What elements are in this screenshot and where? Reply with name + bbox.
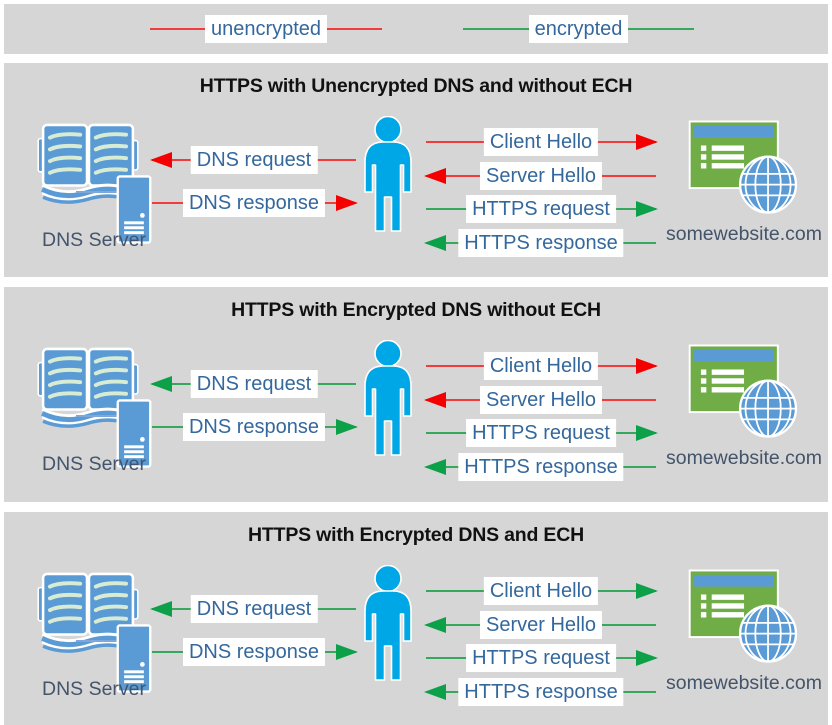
legend-label-encrypted: encrypted xyxy=(528,15,629,43)
arrowhead-icon xyxy=(424,617,446,633)
diagram-panel: HTTPS with Encrypted DNS without ECH xyxy=(4,287,828,502)
https-request-arrow: HTTPS request xyxy=(426,644,658,672)
website-caption: somewebsite.com xyxy=(665,447,823,469)
dns-book-icon xyxy=(37,347,139,428)
arrow-label: DNS request xyxy=(190,146,318,174)
website-icon xyxy=(688,120,798,214)
legend-item-unencrypted: unencrypted xyxy=(150,15,383,43)
user-person-icon xyxy=(364,116,412,232)
arrowhead-icon xyxy=(336,419,358,435)
dns-book-icon xyxy=(37,572,139,653)
unencrypted-line xyxy=(327,28,383,30)
arrowhead-icon xyxy=(150,152,172,168)
arrow-label: Client Hello xyxy=(483,577,599,605)
diagram-panel: HTTPS with Unencrypted DNS and without E… xyxy=(4,63,828,277)
arrow-label: HTTPS request xyxy=(466,195,616,223)
arrow-label: HTTPS request xyxy=(466,644,616,672)
panel-title: HTTPS with Unencrypted DNS and without E… xyxy=(199,75,633,97)
panel-title: HTTPS with Encrypted DNS without ECH xyxy=(231,299,601,321)
dns-request-arrow: DNS request xyxy=(150,595,356,623)
arrowhead-icon xyxy=(424,684,446,700)
book-server-connector-line xyxy=(76,415,118,417)
arrowhead-icon xyxy=(424,235,446,251)
dns-request-arrow: DNS request xyxy=(150,146,356,174)
website-icon xyxy=(688,569,798,663)
server-hello-arrow: Server Hello xyxy=(424,162,656,190)
website-icon xyxy=(688,344,798,438)
website-caption: somewebsite.com xyxy=(665,223,823,245)
client-hello-arrow: Client Hello xyxy=(426,577,658,605)
server-hello-arrow: Server Hello xyxy=(424,386,656,414)
https-request-arrow: HTTPS request xyxy=(426,419,658,447)
arrow-label: HTTPS response xyxy=(458,229,624,257)
arrowhead-icon xyxy=(636,201,658,217)
encrypted-line xyxy=(463,28,529,30)
user-person-icon xyxy=(364,340,412,456)
user-person-icon xyxy=(364,565,412,681)
arrowhead-icon xyxy=(636,650,658,666)
book-server-connector-line xyxy=(76,640,118,642)
arrow-label: HTTPS response xyxy=(458,678,624,706)
arrowhead-icon xyxy=(424,392,446,408)
arrowhead-icon xyxy=(336,644,358,660)
browser-titlebar xyxy=(694,349,774,362)
arrowhead-icon xyxy=(150,601,172,617)
dns-server-tower-icon xyxy=(116,624,152,693)
arrow-label: HTTPS request xyxy=(466,419,616,447)
arrowhead-icon xyxy=(636,358,658,374)
dns-response-arrow: DNS response xyxy=(152,189,358,217)
arrow-label: HTTPS response xyxy=(458,453,624,481)
https-request-arrow: HTTPS request xyxy=(426,195,658,223)
book-server-connector-line xyxy=(76,191,118,193)
arrowhead-icon xyxy=(636,134,658,150)
dns-server-tower-icon xyxy=(116,175,152,244)
arrow-label: Server Hello xyxy=(479,386,603,414)
legend-item-encrypted: encrypted xyxy=(463,15,694,43)
dns-server-caption: DNS Server xyxy=(41,229,147,251)
dns-request-arrow: DNS request xyxy=(150,370,356,398)
globe-icon xyxy=(738,604,798,663)
arrowhead-icon xyxy=(424,459,446,475)
https-response-arrow: HTTPS response xyxy=(424,678,656,706)
arrow-label: Client Hello xyxy=(483,352,599,380)
globe-icon xyxy=(738,155,798,214)
encrypted-line xyxy=(628,28,694,30)
dns-server-caption: DNS Server xyxy=(41,453,147,475)
server-hello-arrow: Server Hello xyxy=(424,611,656,639)
dns-server-tower-icon xyxy=(116,399,152,468)
arrow-label: DNS response xyxy=(182,638,326,666)
arrow-label: DNS request xyxy=(190,595,318,623)
unencrypted-line xyxy=(150,28,205,30)
browser-titlebar xyxy=(694,125,774,138)
arrow-label: Server Hello xyxy=(479,162,603,190)
website-caption: somewebsite.com xyxy=(665,672,823,694)
dns-response-arrow: DNS response xyxy=(152,413,358,441)
arrowhead-icon xyxy=(636,583,658,599)
arrow-label: Server Hello xyxy=(479,611,603,639)
https-response-arrow: HTTPS response xyxy=(424,229,656,257)
https-response-arrow: HTTPS response xyxy=(424,453,656,481)
dns-server-caption: DNS Server xyxy=(41,678,147,700)
browser-titlebar xyxy=(694,574,774,587)
arrowhead-icon xyxy=(424,168,446,184)
arrowhead-icon xyxy=(636,425,658,441)
arrowhead-icon xyxy=(150,376,172,392)
client-hello-arrow: Client Hello xyxy=(426,352,658,380)
arrow-label: DNS response xyxy=(182,413,326,441)
arrow-label: Client Hello xyxy=(483,128,599,156)
panel-title: HTTPS with Encrypted DNS and ECH xyxy=(248,524,584,546)
arrow-label: DNS request xyxy=(190,370,318,398)
client-hello-arrow: Client Hello xyxy=(426,128,658,156)
arrow-label: DNS response xyxy=(182,189,326,217)
legend-label-unencrypted: unencrypted xyxy=(204,15,328,43)
arrowhead-icon xyxy=(336,195,358,211)
diagram-panel: HTTPS with Encrypted DNS and ECH xyxy=(4,512,828,725)
dns-response-arrow: DNS response xyxy=(152,638,358,666)
legend-bar: unencrypted encrypted xyxy=(4,4,828,54)
globe-icon xyxy=(738,379,798,438)
